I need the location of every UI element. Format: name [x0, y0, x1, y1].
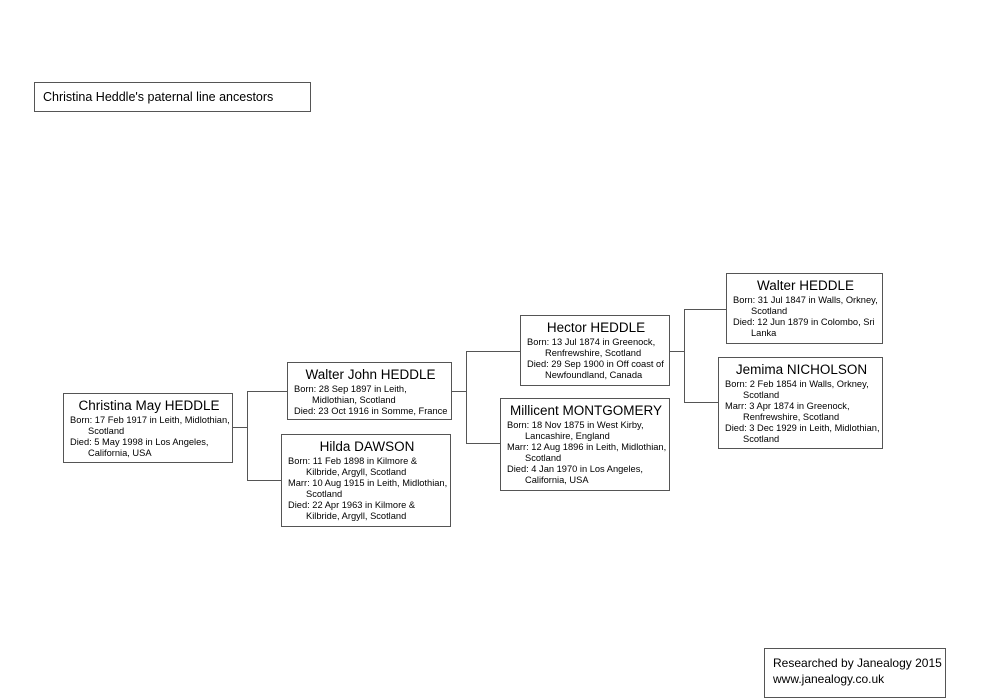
- event-line: Newfoundland, Canada: [545, 370, 643, 380]
- event-line: Born: 11 Feb 1898 in Kilmore &: [288, 456, 418, 466]
- person-name: Jemima NICHOLSON: [735, 362, 868, 377]
- connector: [684, 309, 685, 403]
- person-box[interactable]: Walter HEDDLE Born: 31 Jul 1847 in Walls,…: [726, 273, 883, 344]
- event-line: Died: 29 Sep 1900 in Off coast of: [527, 359, 664, 369]
- event-line: Died: 3 Dec 1929 in Leith, Midlothian,: [725, 423, 880, 433]
- person-name: Christina May HEDDLE: [78, 398, 220, 413]
- event-line: Scotland: [525, 453, 562, 463]
- event-line: Renfrewshire, Scotland: [743, 412, 840, 422]
- person-box[interactable]: Hilda DAWSON Born: 11 Feb 1898 in Kilmore…: [281, 434, 451, 527]
- event-line: Born: 13 Jul 1874 in Greenock,: [527, 337, 656, 347]
- person-box[interactable]: Christina May HEDDLE Born: 17 Feb 1917 in…: [63, 393, 233, 463]
- event-line: Scotland: [743, 390, 780, 400]
- connector: [466, 443, 500, 444]
- connector: [232, 427, 247, 428]
- person-name: Hector HEDDLE: [546, 320, 646, 335]
- event-line: Died: 22 Apr 1963 in Kilmore &: [288, 500, 416, 510]
- connector: [684, 402, 718, 403]
- connector: [466, 351, 520, 352]
- event-line: Died: 4 Jan 1970 in Los Angeles,: [507, 464, 643, 474]
- event-line: Marr: 3 Apr 1874 in Greenock,: [725, 401, 850, 411]
- person-name: Hilda DAWSON: [319, 439, 415, 454]
- connector: [684, 309, 726, 310]
- credit-line: Researched by Janealogy 2015: [773, 656, 942, 670]
- credit-box: Researched by Janealogy 2015 www.janealo…: [764, 648, 946, 698]
- connector: [451, 391, 466, 392]
- event-line: Born: 18 Nov 1875 in West Kirby,: [507, 420, 644, 430]
- event-line: Born: 17 Feb 1917 in Leith, Midlothian,: [70, 415, 230, 425]
- connector: [247, 391, 287, 392]
- event-line: Born: 28 Sep 1897 in Leith,: [294, 384, 407, 394]
- event-line: Scotland: [306, 489, 343, 499]
- person-box[interactable]: Walter John HEDDLE Born: 28 Sep 1897 in L…: [287, 362, 452, 420]
- chart-title: Christina Heddle's paternal line ancesto…: [34, 82, 311, 112]
- event-line: California, USA: [525, 475, 589, 485]
- event-line: Born: 31 Jul 1847 in Walls, Orkney,: [733, 295, 878, 305]
- connector: [247, 391, 248, 481]
- person-name: Walter HEDDLE: [756, 278, 855, 293]
- event-line: California, USA: [88, 448, 152, 458]
- event-line: Born: 2 Feb 1854 in Walls, Orkney,: [725, 379, 869, 389]
- event-line: Marr: 12 Aug 1896 in Leith, Midlothian,: [507, 442, 667, 452]
- event-line: Marr: 10 Aug 1915 in Leith, Midlothian,: [288, 478, 448, 488]
- event-line: Midlothian, Scotland: [312, 395, 396, 405]
- event-line: Died: 12 Jun 1879 in Colombo, Sri: [733, 317, 875, 327]
- event-line: Died: 23 Oct 1916 in Somme, France: [294, 406, 448, 416]
- event-line: Scotland: [751, 306, 788, 316]
- event-line: Scotland: [88, 426, 125, 436]
- person-box[interactable]: Jemima NICHOLSON Born: 2 Feb 1854 in Wall…: [718, 357, 883, 449]
- credit-website: www.janealogy.co.uk: [773, 672, 885, 686]
- event-line: Lanka: [751, 328, 777, 338]
- person-name: Walter John HEDDLE: [305, 367, 436, 382]
- event-line: Died: 5 May 1998 in Los Angeles,: [70, 437, 209, 447]
- person-box[interactable]: Millicent MONTGOMERY Born: 18 Nov 1875 in…: [500, 398, 670, 491]
- event-line: Kilbride, Argyll, Scotland: [306, 467, 407, 477]
- event-line: Scotland: [743, 434, 780, 444]
- event-line: Lancashire, England: [525, 431, 610, 441]
- event-line: Kilbride, Argyll, Scotland: [306, 511, 407, 521]
- person-name: Millicent MONTGOMERY: [509, 403, 662, 418]
- connector: [466, 351, 467, 444]
- event-line: Renfrewshire, Scotland: [545, 348, 642, 358]
- connector: [669, 351, 684, 352]
- person-box[interactable]: Hector HEDDLE Born: 13 Jul 1874 in Greeno…: [520, 315, 670, 386]
- connector: [247, 480, 281, 481]
